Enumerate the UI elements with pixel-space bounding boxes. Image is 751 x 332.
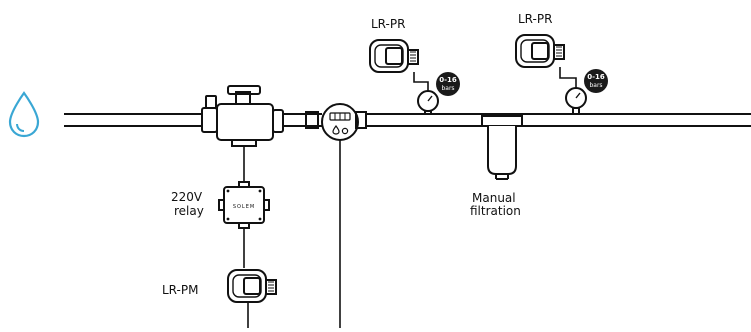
- pipe-valve-meter: [283, 111, 322, 129]
- water-drop-icon: [8, 91, 40, 138]
- lr-pm-label: LR-PM: [162, 283, 199, 297]
- pressure-range-badge-right: 0-16 bars: [584, 69, 608, 93]
- filtration-label-line1: Manual: [472, 191, 516, 205]
- pressure-gauge-icon-left: [417, 90, 439, 115]
- relay-label-line2: relay: [174, 204, 204, 218]
- main-valve-icon: [201, 85, 284, 147]
- badge-left-line1: 0-16: [439, 76, 457, 84]
- lr-pr-wire-right: [559, 67, 577, 88]
- badge-right-line1: 0-16: [587, 73, 605, 81]
- lr-pr-controller-icon-right: [515, 34, 565, 68]
- pressure-range-badge-left: 0-16 bars: [436, 72, 460, 96]
- lr-pm-controller-icon: [227, 269, 277, 303]
- pressure-gauge-icon-right: [565, 87, 587, 115]
- manual-filter-icon: [481, 115, 523, 180]
- filtration-label-line2: filtration: [470, 204, 521, 218]
- outlet-pipe: [366, 113, 751, 127]
- badge-right-line2: bars: [589, 82, 602, 89]
- lr-pr-wire-left: [413, 72, 429, 91]
- lr-pr-label-right: LR-PR: [518, 12, 553, 26]
- inlet-pipe: [64, 113, 202, 127]
- lr-pr-label-left: LR-PR: [371, 17, 406, 31]
- relay-label-line1: 220V: [171, 190, 203, 204]
- lr-pr-controller-icon-left: [369, 39, 419, 73]
- water-meter-icon: [321, 103, 367, 141]
- relay-brand-text: SOLEM: [233, 204, 255, 210]
- badge-left-line2: bars: [441, 85, 454, 92]
- relay-box-icon: [218, 181, 270, 229]
